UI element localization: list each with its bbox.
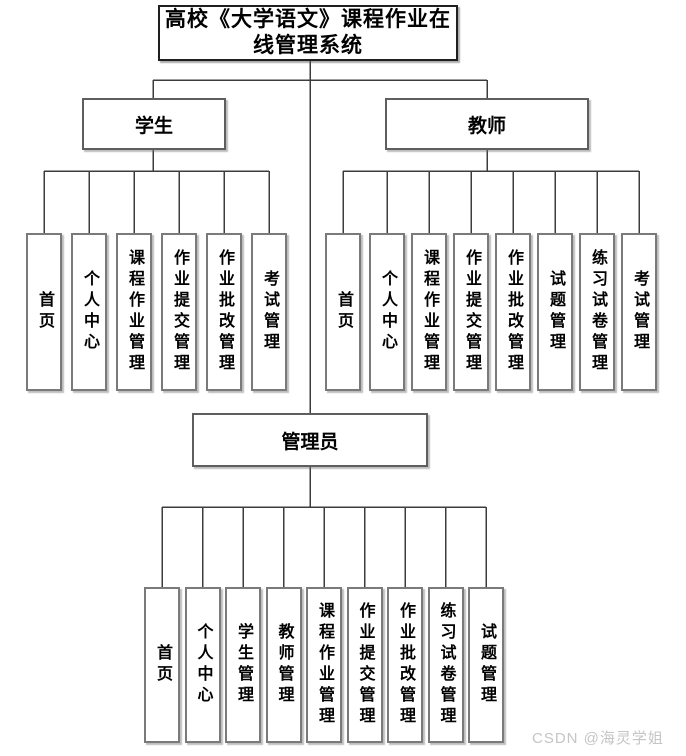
node-student-exam-mgmt: 考试管理 bbox=[251, 233, 287, 391]
node-label: 个人中心 bbox=[194, 623, 212, 707]
node-label: 学生管理 bbox=[235, 623, 252, 707]
node-admin-course-homework-mgmt: 课程作业管理 bbox=[306, 587, 342, 743]
node-label: 首页 bbox=[335, 291, 352, 333]
node-label: 作业提交管理 bbox=[463, 249, 480, 375]
node-label: 作业提交管理 bbox=[171, 249, 188, 375]
node-teacher-personal-center: 个人中心 bbox=[369, 233, 405, 391]
node-student-homework-review-mgmt: 作业批改管理 bbox=[206, 233, 242, 391]
node-student: 学生 bbox=[82, 98, 226, 150]
node-label: 作业批改管理 bbox=[397, 602, 414, 728]
node-label: 试题管理 bbox=[478, 623, 495, 707]
node-label: 考试管理 bbox=[261, 270, 278, 354]
node-teacher: 教师 bbox=[385, 98, 589, 150]
node-admin-personal-center: 个人中心 bbox=[184, 587, 221, 743]
node-admin-student-mgmt: 学生管理 bbox=[225, 587, 261, 743]
node-student-personal-center: 个人中心 bbox=[71, 233, 107, 391]
csdn-watermark: CSDN @海灵学姐 bbox=[532, 730, 664, 747]
teacher-label: 教师 bbox=[467, 115, 506, 137]
node-admin-homework-submit-mgmt: 作业提交管理 bbox=[346, 587, 383, 743]
node-label: 练习试卷管理 bbox=[589, 249, 606, 375]
node-label: 练习试卷管理 bbox=[437, 602, 455, 728]
node-admin-practice-paper-mgmt: 练习试卷管理 bbox=[427, 587, 464, 743]
node-teacher-exam-mgmt: 考试管理 bbox=[621, 233, 657, 391]
node-admin-question-mgmt: 试题管理 bbox=[468, 587, 504, 743]
system-title-label: 高校《大学语文》课程作业在线管理系统 bbox=[165, 8, 451, 57]
node-teacher-course-homework-mgmt: 课程作业管理 bbox=[411, 233, 447, 391]
node-teacher-homework-review-mgmt: 作业批改管理 bbox=[495, 233, 531, 391]
node-system-title: 高校《大学语文》课程作业在线管理系统 bbox=[158, 5, 458, 61]
node-label: 作业批改管理 bbox=[505, 249, 522, 375]
admin-label: 管理员 bbox=[281, 431, 339, 453]
node-admin: 管理员 bbox=[192, 413, 428, 467]
node-admin-homework-review-mgmt: 作业批改管理 bbox=[387, 587, 423, 743]
node-student-homework-submit-mgmt: 作业提交管理 bbox=[161, 233, 197, 391]
node-label: 首页 bbox=[36, 291, 53, 333]
node-label: 个人中心 bbox=[379, 270, 396, 354]
node-label: 考试管理 bbox=[631, 270, 648, 354]
node-admin-home: 首页 bbox=[144, 587, 180, 743]
node-teacher-homework-submit-mgmt: 作业提交管理 bbox=[453, 233, 489, 391]
node-label: 作业提交管理 bbox=[356, 602, 374, 728]
node-teacher-home: 首页 bbox=[325, 233, 361, 391]
node-student-course-homework-mgmt: 课程作业管理 bbox=[116, 233, 152, 391]
node-label: 课程作业管理 bbox=[126, 249, 143, 375]
node-label: 试题管理 bbox=[547, 270, 564, 354]
node-label: 教师管理 bbox=[275, 623, 293, 707]
node-label: 课程作业管理 bbox=[421, 249, 438, 375]
node-label: 作业批改管理 bbox=[216, 249, 233, 375]
node-teacher-question-mgmt: 试题管理 bbox=[537, 233, 573, 391]
student-label: 学生 bbox=[134, 115, 173, 137]
node-label: 个人中心 bbox=[81, 270, 98, 354]
node-label: 课程作业管理 bbox=[316, 602, 333, 728]
node-teacher-practice-paper-mgmt: 练习试卷管理 bbox=[579, 233, 615, 391]
node-student-home: 首页 bbox=[26, 233, 62, 391]
node-admin-teacher-mgmt: 教师管理 bbox=[265, 587, 302, 743]
node-label: 首页 bbox=[154, 644, 171, 686]
